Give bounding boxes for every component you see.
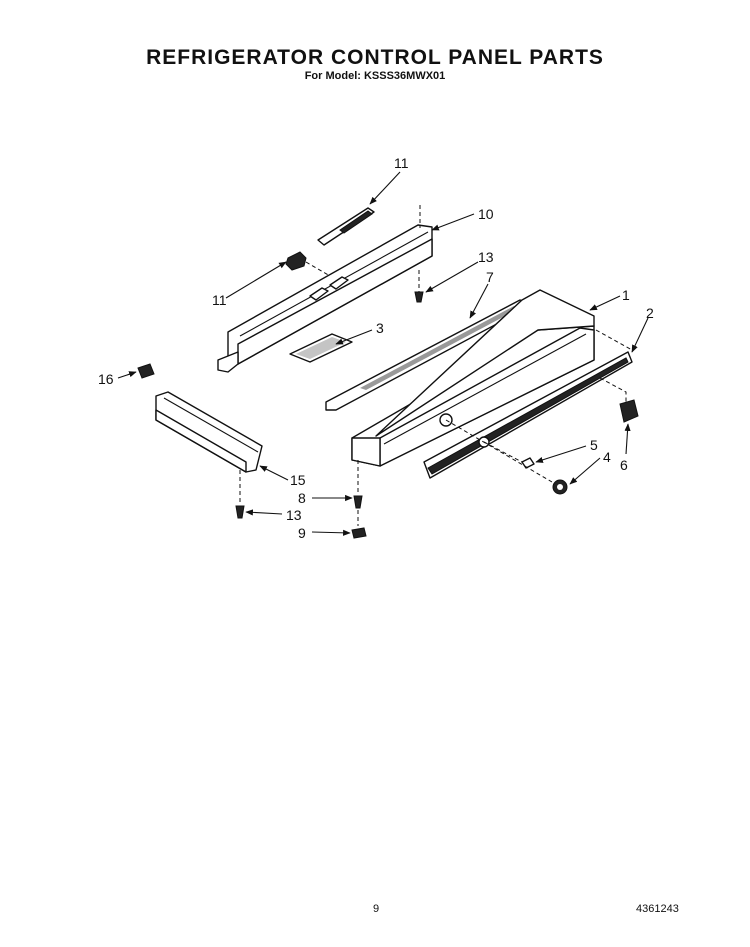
part-8-screw bbox=[353, 460, 363, 526]
part-13-lower-screw bbox=[235, 505, 245, 519]
part-10-upper-bracket bbox=[217, 205, 433, 373]
callout-11: 11 bbox=[212, 292, 227, 308]
part-3-label-plate bbox=[289, 333, 353, 363]
callout-7: 7 bbox=[486, 269, 494, 285]
part-16-clip bbox=[137, 363, 155, 379]
part-12-sensor-tube bbox=[317, 207, 375, 246]
callout-9: 9 bbox=[298, 525, 306, 541]
page-title: REFRIGERATOR CONTROL PANEL PARTS bbox=[146, 46, 604, 69]
callout-labels: 11 10 11 13 7 3 1 2 16 5 4 6 15 8 13 9 bbox=[98, 155, 654, 541]
callout-13-upper: 13 bbox=[478, 249, 494, 265]
part-7-gasket-strip bbox=[325, 299, 535, 411]
part-1-control-housing bbox=[351, 289, 595, 467]
document-number: 4361243 bbox=[636, 903, 679, 915]
callout-13-lower: 13 bbox=[286, 507, 302, 523]
part-9-washer bbox=[351, 527, 367, 539]
callout-12: 11 bbox=[394, 155, 409, 171]
callout-8: 8 bbox=[298, 490, 306, 506]
part-2-front-panel bbox=[423, 329, 633, 479]
part-13-upper-screw bbox=[414, 270, 424, 303]
part-5-knob-indicator bbox=[483, 441, 535, 469]
callout-5: 5 bbox=[590, 437, 598, 453]
callout-16: 16 bbox=[98, 371, 114, 387]
part-15-lower-trim bbox=[155, 391, 263, 505]
callout-1: 1 bbox=[622, 287, 630, 303]
callout-10: 10 bbox=[478, 206, 494, 222]
callout-4: 4 bbox=[603, 449, 611, 465]
callout-15: 15 bbox=[290, 472, 306, 488]
callout-2: 2 bbox=[646, 305, 654, 321]
part-6-switch bbox=[599, 377, 639, 423]
part-4-knob bbox=[445, 419, 568, 495]
model-subtitle: For Model: KSSS36MWX01 bbox=[304, 70, 446, 82]
part-11-clip bbox=[285, 251, 331, 277]
page-number: 9 bbox=[373, 903, 380, 915]
leader-lines bbox=[117, 171, 649, 536]
callout-3: 3 bbox=[376, 320, 384, 336]
callout-6: 6 bbox=[620, 457, 628, 473]
